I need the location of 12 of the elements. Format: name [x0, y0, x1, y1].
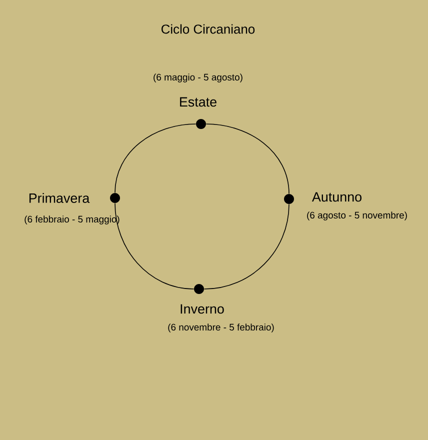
date-range: (6 maggio - 5 agosto): [154, 74, 242, 82]
season-label: Estate: [180, 97, 216, 107]
season-label: Autunno: [312, 192, 362, 202]
circle-arc: [114, 124, 196, 194]
season-label: Inverno: [180, 304, 224, 314]
circle-arc: [114, 202, 194, 290]
date-range: (6 agosto - 5 novembre): [307, 212, 407, 220]
circle-arc: [206, 124, 290, 194]
season-label: Primavera: [29, 193, 90, 203]
title: Ciclo Circaniano: [162, 24, 255, 34]
circle-arc: [204, 204, 290, 290]
date-range: (6 novembre - 5 febbraio): [168, 324, 274, 332]
